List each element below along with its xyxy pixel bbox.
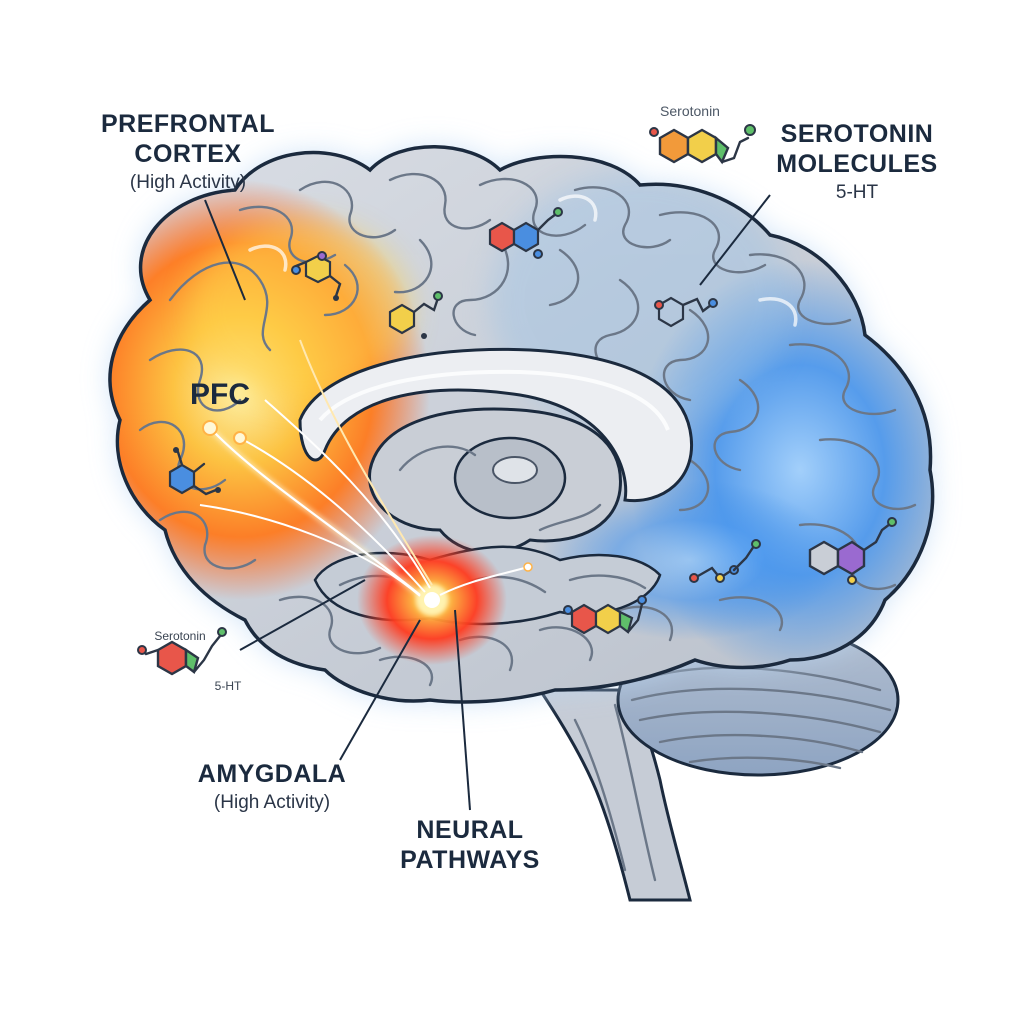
neural-pathways-line1: NEURAL (416, 816, 523, 844)
serotonin-molecule-icon (168, 447, 221, 496)
serotonin-subtitle: 5-HT (836, 182, 879, 203)
serotonin-molecule-icon (137, 627, 227, 676)
serotonin-molecule-icon (649, 124, 756, 165)
serotonin-small-label-top: Serotonin (660, 103, 720, 119)
prefrontal-title-line2: CORTEX (134, 140, 241, 168)
corpus-callosum (298, 347, 693, 503)
serotonin-molecule-icon (291, 251, 342, 301)
serotonin-title-line2: MOLECULES (776, 150, 937, 178)
neural-pathways-line2: PATHWAYS (400, 846, 540, 874)
amygdala-glow (357, 535, 507, 665)
prefrontal-leader-line (204, 199, 246, 301)
serotonin-title-line1: SEROTONIN (781, 120, 934, 148)
serotonin-molecule-icon (654, 296, 718, 328)
serotonin-molecule-icon (808, 517, 897, 585)
serotonin-small-label-left-sub: 5-HT (215, 679, 242, 693)
neural-pathways (199, 339, 533, 598)
serotonin-molecule-icon (388, 291, 443, 339)
serotonin-leader-line (699, 194, 771, 286)
serotonin-molecule-icon (563, 595, 647, 635)
serotonin-left-leader-line (239, 579, 366, 651)
thalamus (368, 407, 622, 554)
pfc-label: PFC (190, 378, 250, 411)
amygdala-subtitle: (High Activity) (214, 792, 330, 813)
serotonin-small-label-left: Serotonin (154, 629, 205, 643)
amygdala-title: AMYGDALA (198, 760, 346, 788)
prefrontal-subtitle: (High Activity) (130, 172, 246, 193)
prefrontal-title-line1: PREFRONTAL (101, 110, 275, 138)
amygdala-leader-line (339, 619, 421, 761)
neural-pathways-leader-line (454, 609, 471, 811)
serotonin-molecule-icon (689, 539, 761, 583)
serotonin-molecule-icon (488, 207, 563, 259)
